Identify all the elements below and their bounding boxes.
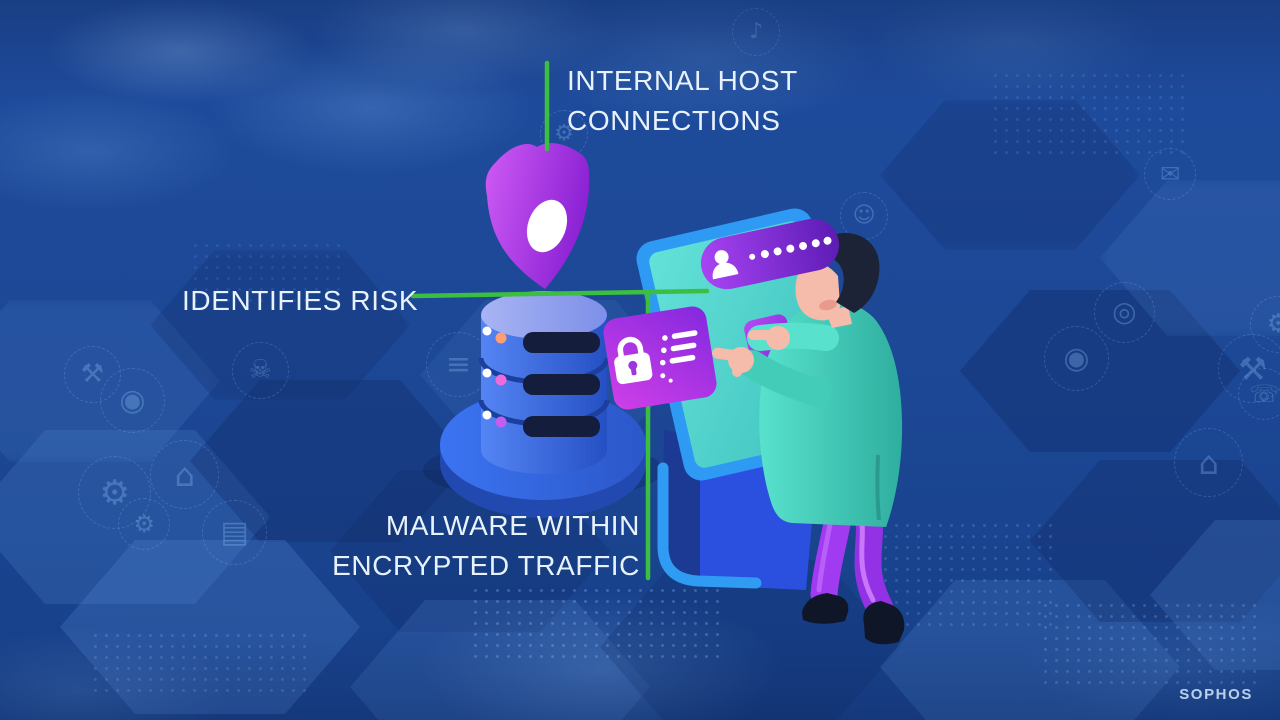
server-indicator-lights	[482, 326, 507, 428]
password-pill	[700, 218, 840, 290]
lock-icon	[614, 336, 653, 385]
server-stack-icon	[478, 291, 610, 474]
person-coat	[759, 300, 903, 527]
user-icon	[712, 250, 739, 280]
password-dots	[749, 236, 832, 260]
label-line-2: ENCRYPTED TRAFFIC	[332, 550, 640, 581]
shield-icon	[485, 143, 590, 289]
label-internal-host-connections: INTERNAL HOST CONNECTIONS	[567, 61, 798, 141]
label-line-1: MALWARE WITHIN	[385, 510, 640, 541]
label-malware-encrypted-traffic: MALWARE WITHIN ENCRYPTED TRAFFIC	[330, 506, 640, 586]
connector-line-horizontal	[410, 288, 710, 299]
label-identifies-risk: IDENTIFIES RISK	[182, 281, 418, 321]
server-slots	[523, 332, 600, 437]
label-line-1: INTERNAL HOST	[567, 65, 798, 96]
list-icon	[659, 330, 698, 383]
label-line-1: IDENTIFIES RISK	[182, 285, 419, 316]
person-shoes	[802, 593, 905, 645]
person-illustration	[712, 232, 905, 645]
lock-card	[603, 306, 717, 410]
sophos-logo: SOPHOS	[1179, 686, 1253, 703]
label-line-2: CONNECTIONS	[567, 105, 781, 136]
person-arms	[712, 322, 839, 406]
